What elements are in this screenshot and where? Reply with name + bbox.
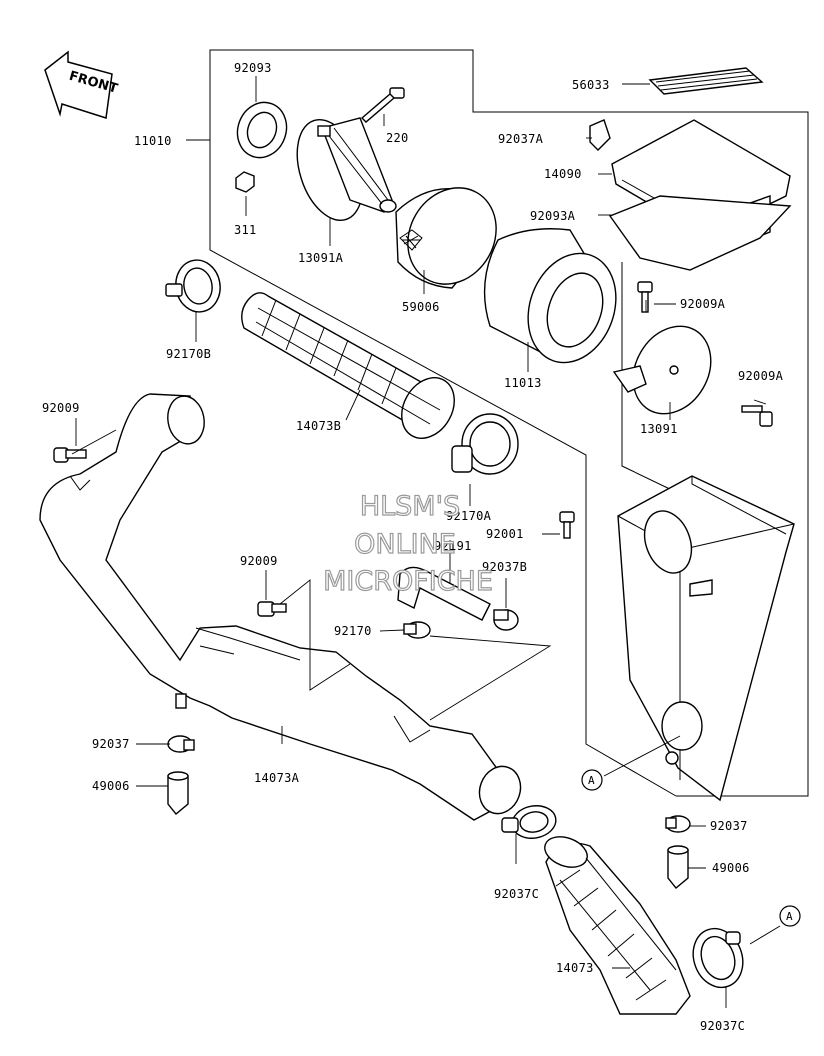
part-label: 92170A (446, 509, 492, 523)
nut-311 (235, 171, 255, 193)
part-label: 11010 (134, 134, 172, 148)
part-label: 92009 (42, 401, 80, 415)
part-label: 14073 (556, 961, 594, 975)
part-label: 92037 (710, 819, 748, 833)
clamp-92037-right (665, 815, 691, 833)
part-label: 92093A (530, 209, 576, 223)
part-label: 92170B (166, 347, 211, 361)
clip-92037A (589, 119, 611, 151)
bolt-220 (360, 87, 405, 123)
duct-14073A (39, 393, 522, 821)
holder-plate-13091 (612, 325, 712, 415)
clamp-92170B (165, 259, 221, 313)
screw-92009A-top (637, 281, 653, 313)
air-box-case (617, 475, 795, 802)
watermark-line-2: ONLINE (354, 529, 456, 560)
clamp-92037-left (167, 735, 195, 753)
clamp-92037C-bottom (692, 927, 744, 989)
part-label: 56033 (572, 78, 610, 92)
part-label: 92037 (92, 737, 130, 751)
plug-49006-left (167, 771, 189, 815)
seal-ring-92093 (236, 101, 288, 159)
part-label: 92037A (498, 132, 544, 146)
part-label: 92037C (700, 1019, 745, 1033)
part-label: 92009 (240, 554, 278, 568)
leader-lines (71, 76, 781, 1008)
decal-56033 (648, 67, 764, 95)
screw-92009A-bottom (741, 405, 773, 427)
part-label: 14073B (296, 419, 341, 433)
part-label: 220 (386, 131, 409, 145)
clip-92037B (493, 609, 519, 631)
part-labels: 92093 56033 220 11010 92037A 14090 311 9… (42, 61, 784, 1033)
plug-49006-right (667, 845, 689, 889)
watermark-line-1: HLSM'S (360, 491, 460, 522)
part-label: 311 (234, 223, 257, 237)
part-label: 49006 (92, 779, 130, 793)
clamp-92170A (451, 413, 519, 475)
part-label: 92093 (234, 61, 272, 75)
part-label: 92191 (434, 539, 472, 553)
bolt-92001 (559, 511, 575, 539)
screw-92009-mid (257, 601, 287, 617)
reference-marker-a-left: A (581, 769, 603, 791)
front-arrow-icon: FRONT (44, 50, 119, 119)
part-label: 92037B (482, 560, 527, 574)
hose-92191 (397, 566, 491, 621)
duct-14073 (544, 836, 691, 1015)
part-label: 59006 (402, 300, 440, 314)
screw-92009-left (53, 447, 87, 463)
clamp-92170 (403, 621, 431, 639)
part-label: 92170 (334, 624, 372, 638)
watermark-line-3: MICROFICHE (323, 566, 493, 597)
part-label: 11013 (504, 376, 542, 390)
part-label: 13091A (298, 251, 344, 265)
assembly-boundary (209, 49, 809, 797)
clamp-92037C-mid (501, 805, 557, 839)
part-label: 92001 (486, 527, 524, 541)
filter-holder-13091A (296, 117, 397, 222)
reference-marker-a-right: A (779, 905, 801, 927)
filter-element-11013 (483, 228, 617, 364)
duct-14073B (241, 292, 455, 439)
part-label: 14090 (544, 167, 582, 181)
part-label: 14073A (254, 771, 300, 785)
gasket-92093A (608, 195, 792, 271)
reference-marker-text: A (588, 774, 595, 787)
part-label: 92009A (738, 369, 784, 383)
reference-marker-text: A (786, 910, 793, 923)
prefilter-59006 (395, 187, 497, 289)
part-label: 92037C (494, 887, 539, 901)
part-label: 92009A (680, 297, 726, 311)
part-label: 13091 (640, 422, 678, 436)
watermark: HLSM'S ONLINE MICROFICHE (322, 490, 493, 597)
part-label: 49006 (712, 861, 750, 875)
